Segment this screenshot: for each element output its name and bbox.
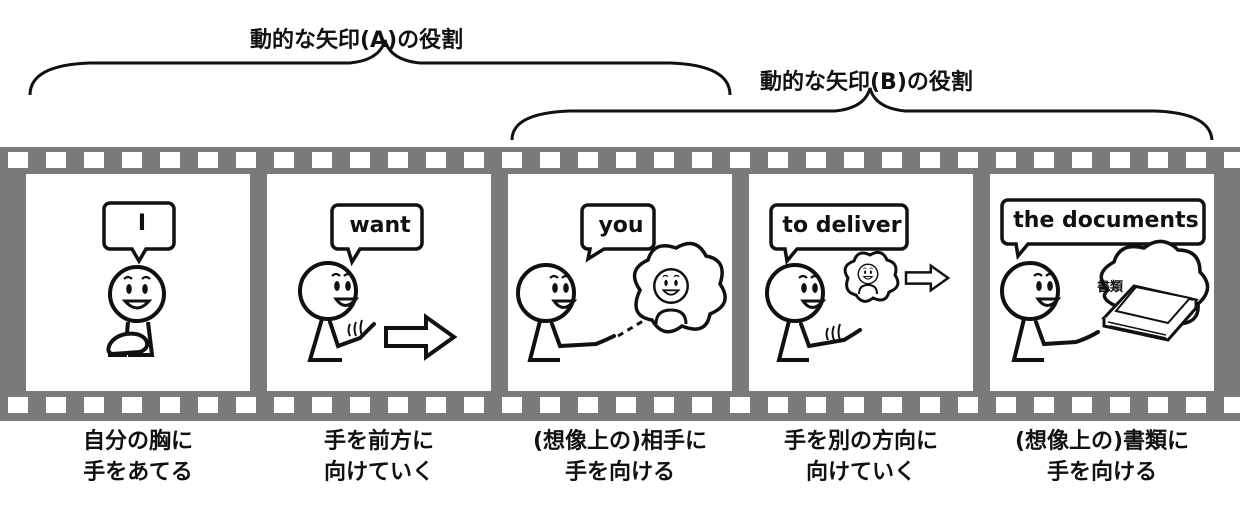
bubble-word-2: want xyxy=(349,213,411,238)
film-perforation xyxy=(1148,152,1168,168)
film-perforation xyxy=(388,397,408,413)
film-perforation xyxy=(692,397,712,413)
film-perforation xyxy=(274,397,294,413)
thought-cloud-4 xyxy=(843,250,900,303)
film-perforation xyxy=(1072,152,1092,168)
film-perforation xyxy=(46,152,66,168)
film-perforation xyxy=(84,397,104,413)
film-perforation xyxy=(236,152,256,168)
speech-bubble-3 xyxy=(580,203,656,263)
film-perforations-bottom xyxy=(8,397,1240,413)
speech-bubble-4 xyxy=(769,203,909,266)
film-perforation xyxy=(1034,397,1054,413)
documents-stack-icon xyxy=(1101,284,1199,342)
brace-a xyxy=(28,39,732,96)
film-perforation xyxy=(122,397,142,413)
film-perforation xyxy=(1072,397,1092,413)
film-perforation xyxy=(958,152,978,168)
film-perforation xyxy=(882,152,902,168)
film-perforation xyxy=(844,152,864,168)
film-perforation xyxy=(920,397,940,413)
figure-5-pointing xyxy=(1000,261,1100,362)
film-perforation xyxy=(464,397,484,413)
speech-bubble-2 xyxy=(330,203,424,267)
film-perforation xyxy=(388,152,408,168)
film-perforation xyxy=(198,397,218,413)
bubble-word-1: I xyxy=(137,211,147,236)
caption-1: 自分の胸に手をあてる xyxy=(82,429,193,485)
film-perforation xyxy=(616,152,636,168)
film-perforation xyxy=(274,152,294,168)
film-perforation xyxy=(958,397,978,413)
header-role-a: 動的な矢印(A)の役割 xyxy=(250,28,464,53)
caption-5: (想像上の)書類に手を向ける xyxy=(1014,429,1190,485)
film-perforation xyxy=(806,152,826,168)
film-perforation xyxy=(1110,152,1130,168)
bubble-word-5: the documents xyxy=(1013,208,1199,233)
film-perforation xyxy=(654,152,674,168)
film-perforation xyxy=(578,397,598,413)
film-perforation xyxy=(1148,397,1168,413)
film-perforation xyxy=(502,152,522,168)
film-perforation xyxy=(996,397,1016,413)
thought-cloud-3 xyxy=(632,241,727,334)
film-perforation xyxy=(312,152,332,168)
bubble-word-4: to deliver xyxy=(782,213,902,238)
film-perforation xyxy=(160,152,180,168)
header-role-b: 動的な矢印(B)の役割 xyxy=(760,70,973,95)
film-perforation xyxy=(122,152,142,168)
documents-label: 書類 xyxy=(1097,280,1124,295)
film-perforation xyxy=(236,397,256,413)
film-perforation xyxy=(730,397,750,413)
film-perforation xyxy=(1110,397,1130,413)
film-perforation xyxy=(8,152,28,168)
caption-4: 手を別の方向に向けていく xyxy=(783,429,938,485)
film-perforation xyxy=(8,397,28,413)
film-perforation xyxy=(692,152,712,168)
figure-2-reaching xyxy=(298,261,376,362)
film-perforation xyxy=(578,152,598,168)
film-perforation xyxy=(730,152,750,168)
film-perforation xyxy=(540,397,560,413)
film-perforation xyxy=(160,397,180,413)
film-perforation xyxy=(502,397,522,413)
film-perforation xyxy=(768,397,788,413)
figure-1-speaker xyxy=(106,265,166,357)
film-perforation xyxy=(1186,397,1206,413)
film-perforation xyxy=(1034,152,1054,168)
film-perforation xyxy=(350,397,370,413)
caption-3: (想像上の)相手に手を向ける xyxy=(532,429,708,485)
film-perforations-top xyxy=(8,152,1240,168)
film-perforation xyxy=(84,152,104,168)
thought-cloud-5 xyxy=(1099,239,1210,342)
film-perforation xyxy=(806,397,826,413)
film-perforation xyxy=(312,397,332,413)
film-perforation xyxy=(1186,152,1206,168)
figure-3-pointing xyxy=(516,263,649,362)
film-perforation xyxy=(996,152,1016,168)
brace-b xyxy=(510,87,1214,141)
film-perforation xyxy=(920,152,940,168)
film-perforation xyxy=(1224,397,1240,413)
figure-4-turning xyxy=(765,263,862,362)
film-perforation xyxy=(426,397,446,413)
film-perforation xyxy=(540,152,560,168)
caption-2: 手を前方に向けていく xyxy=(323,429,434,485)
film-perforation xyxy=(46,397,66,413)
film-perforation xyxy=(654,397,674,413)
film-perforation xyxy=(350,152,370,168)
film-perforation xyxy=(464,152,484,168)
film-perforation xyxy=(616,397,636,413)
film-perforation xyxy=(844,397,864,413)
film-perforation xyxy=(426,152,446,168)
film-perforation xyxy=(198,152,218,168)
bubble-word-3: you xyxy=(598,213,644,238)
film-perforation xyxy=(768,152,788,168)
film-perforation xyxy=(882,397,902,413)
speech-bubble-1 xyxy=(102,201,176,265)
film-perforation xyxy=(1224,152,1240,168)
